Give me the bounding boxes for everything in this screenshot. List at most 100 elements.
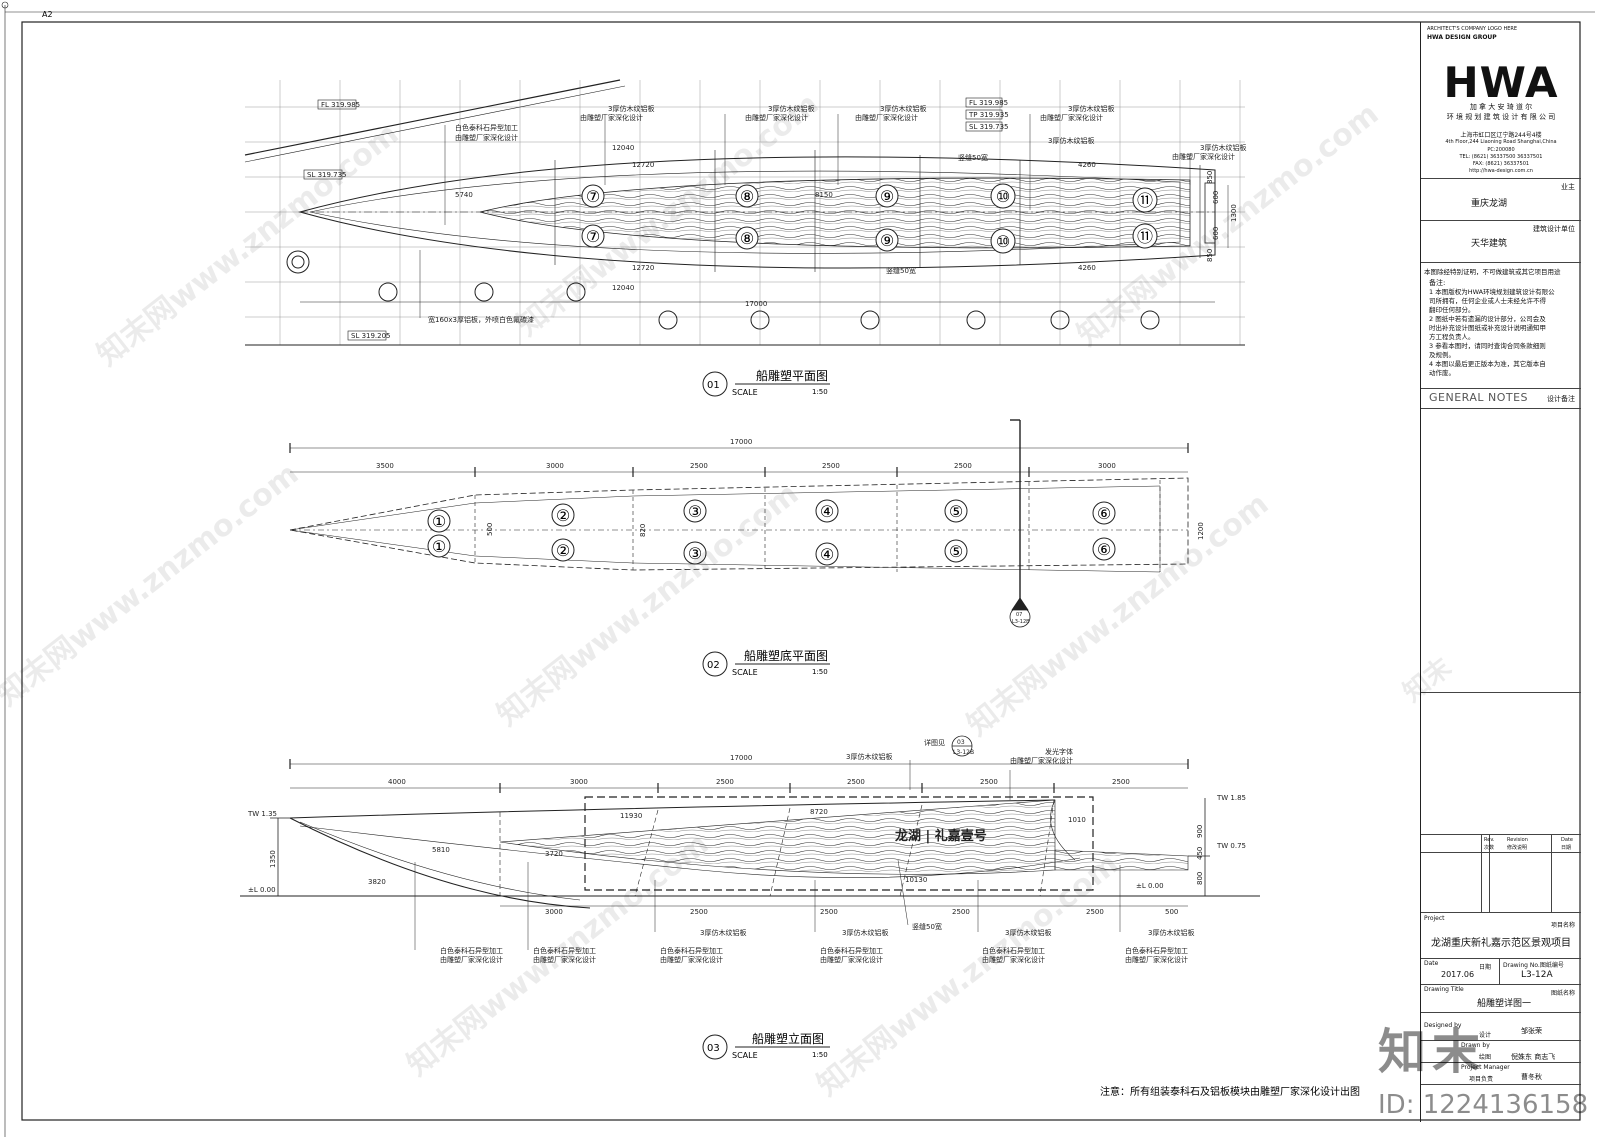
architect-label: 建筑设计单位 xyxy=(1533,225,1575,233)
elev-tag: TP 319.935 xyxy=(968,111,1009,119)
elev-tag: SL 319.735 xyxy=(969,123,1009,131)
revision-header-cn: 修改说明 xyxy=(1507,845,1528,851)
panel-label: ⑤ xyxy=(949,502,963,521)
panel-label: ⑥ xyxy=(1097,504,1111,523)
image-id-watermark: ID: 1224136158 xyxy=(1378,1090,1589,1120)
ground-edge xyxy=(244,79,621,156)
title-03: 03 船雕塑立面图 SCALE 1:50 xyxy=(702,1031,830,1060)
panel-label: ③ xyxy=(688,544,702,563)
elev-tag: ±L 0.00 xyxy=(1136,882,1164,890)
panel-label: ⑪ xyxy=(1137,191,1153,210)
dim-text: 1350 xyxy=(269,850,277,868)
note-line: 3 参看本图时，请同时查询合同条款细则 xyxy=(1429,342,1546,350)
panel-labels-02: ① ① ② ② ③ ③ ④ ④ ⑤ ⑤ ⑥ ⑥ xyxy=(427,499,1116,566)
dim-text: 600 xyxy=(1212,191,1220,204)
drawing-title-value: 船雕塑详图一 xyxy=(1477,999,1532,1009)
section-ref: L3-12B xyxy=(1012,619,1030,625)
dim-text: 500 xyxy=(1165,908,1178,916)
panel-label: ④ xyxy=(820,545,834,564)
radius-text: 5810 xyxy=(432,846,450,854)
panel-label: ② xyxy=(556,541,570,560)
note-line: 1 本图版权为HWA环境规划建筑设计有限公 xyxy=(1429,288,1555,296)
callout-text: 3厚仿木纹铝板 xyxy=(1068,104,1114,113)
elev-tag: ±L 0.00 xyxy=(248,886,276,894)
dim-text: 17000 xyxy=(730,754,752,762)
hull-bottom xyxy=(289,817,591,909)
elev-tag: TW 1.85 xyxy=(1216,794,1246,802)
brand-watermark: 知末 xyxy=(1378,1024,1487,1080)
panel-label: ① xyxy=(432,512,446,531)
architect-value: 天华建筑 xyxy=(1471,239,1508,249)
callout-text: 3厚仿木纹铝板 xyxy=(1148,928,1194,937)
dim-text: 3500 xyxy=(376,462,394,470)
panel-label: ⑤ xyxy=(949,542,963,561)
dim-text: 4260 xyxy=(1078,161,1096,169)
callout-text: 由雕塑厂家深化设计 xyxy=(1172,152,1235,161)
rev-header-cn: 次数 xyxy=(1484,845,1495,851)
note-line: 及规例。 xyxy=(1429,351,1455,359)
drawing-title: 船雕塑底平面图 xyxy=(744,648,828,663)
project-name: 龙湖重庆新礼嘉示范区景观项目 xyxy=(1431,938,1571,949)
note-line: 4 本图以最后更正版本为准，其它版本自 xyxy=(1429,360,1546,368)
dim-text: 1300 xyxy=(1230,204,1238,222)
callout-text: 白色泰科石异型加工 xyxy=(660,946,723,955)
dim-text: 3000 xyxy=(570,778,588,786)
dim-text: 2500 xyxy=(847,778,865,786)
callout-text: 由雕塑厂家深化设计 xyxy=(820,955,883,964)
callout-text: 由雕塑厂家深化设计 xyxy=(660,955,723,964)
panel-label: ⑧ xyxy=(740,229,754,248)
scale-value: 1:50 xyxy=(812,388,828,396)
elev-tag: FL 319.985 xyxy=(321,101,360,109)
company-address-en: 4th Floor,244 Liaoning Road Shanghai,Chi… xyxy=(1445,139,1557,145)
dim-text: 2500 xyxy=(954,462,972,470)
radius-text: 11930 xyxy=(620,812,642,820)
note-line: 司所拥有，任何企业或人士未经允许不得 xyxy=(1429,297,1546,305)
manager-name: 曹冬秋 xyxy=(1521,1073,1542,1081)
callout-text: 3厚仿木纹铝板 xyxy=(842,928,888,937)
radius-text: 3720 xyxy=(545,850,563,858)
dim-text: 820 xyxy=(639,524,647,537)
dim-text: 1200 xyxy=(1197,522,1205,540)
annotations-02: 17000 3500 3000 2500 2500 2500 3000 500 … xyxy=(376,438,1205,625)
elev-tag: FL 319.985 xyxy=(969,99,1008,107)
callout-text: 竖缝50宽 xyxy=(958,153,988,162)
dim-text: 2500 xyxy=(1086,908,1104,916)
callout-text: 由雕塑厂家深化设计 xyxy=(982,955,1045,964)
dim-text: 12720 xyxy=(632,264,654,272)
callout-text: 3厚仿木纹铝板 xyxy=(608,104,654,113)
dim-text: 4260 xyxy=(1078,264,1096,272)
callout-text: 由雕塑厂家深化设计 xyxy=(533,955,596,964)
callout-text: 由雕塑厂家深化设计 xyxy=(1010,756,1073,765)
callout-text: 3厚仿木纹铝板 xyxy=(768,104,814,113)
title-01: 01 船雕塑平面图 SCALE 1:50 xyxy=(702,368,830,397)
drawn-by-label-cn: 绘图 xyxy=(1479,1054,1492,1061)
rev-header: Rev. xyxy=(1484,837,1495,843)
annotations-01: FL 319.985 SL 319.735 SL 319.205 FL 319.… xyxy=(300,97,1246,341)
callout-text: 白色泰科石异型加工 xyxy=(820,946,883,955)
drawing-title: 船雕塑立面图 xyxy=(752,1031,824,1046)
project-label: Project xyxy=(1424,915,1445,922)
callout-text: 由雕塑厂家深化设计 xyxy=(455,133,518,142)
scale-label: SCALE xyxy=(732,388,758,397)
lettering: 龙湖 | 礼嘉壹号 xyxy=(895,828,987,844)
company-name-cn-2: 环 境 规 划 建 筑 设 计 有 限 公 司 xyxy=(1446,113,1556,121)
dim-text: 2500 xyxy=(690,908,708,916)
company-name-cn: 加 拿 大 安 琦 道 尔 xyxy=(1469,103,1533,111)
bollards xyxy=(286,250,1160,330)
dim-text: 900 xyxy=(1196,825,1204,838)
notice-text: 本图除经特别证明，不可做建筑或其它项目用途 xyxy=(1424,268,1561,276)
dim-text: 2500 xyxy=(980,778,998,786)
drawing-no-label: Drawing No.图纸编号 xyxy=(1503,962,1564,969)
detail-box xyxy=(584,796,1094,891)
drawing-no-value: L3-12A xyxy=(1521,970,1553,980)
company-header: ARCHITECT'S COMPANY LOGO HERE xyxy=(1427,26,1518,32)
callout-text: 白色泰科石异型加工 xyxy=(982,946,1045,955)
drawing-title: 船雕塑平面图 xyxy=(756,368,828,383)
dim-text: 850 xyxy=(1206,171,1214,184)
dim-text: 17000 xyxy=(730,438,752,446)
elev-tag: TW 1.35 xyxy=(247,810,277,818)
callout-text: 发光字体 xyxy=(1045,747,1073,756)
dim-text: 600 xyxy=(1212,227,1220,240)
panel-label: ⑦ xyxy=(586,187,600,206)
owner-label: 业主 xyxy=(1561,183,1575,191)
